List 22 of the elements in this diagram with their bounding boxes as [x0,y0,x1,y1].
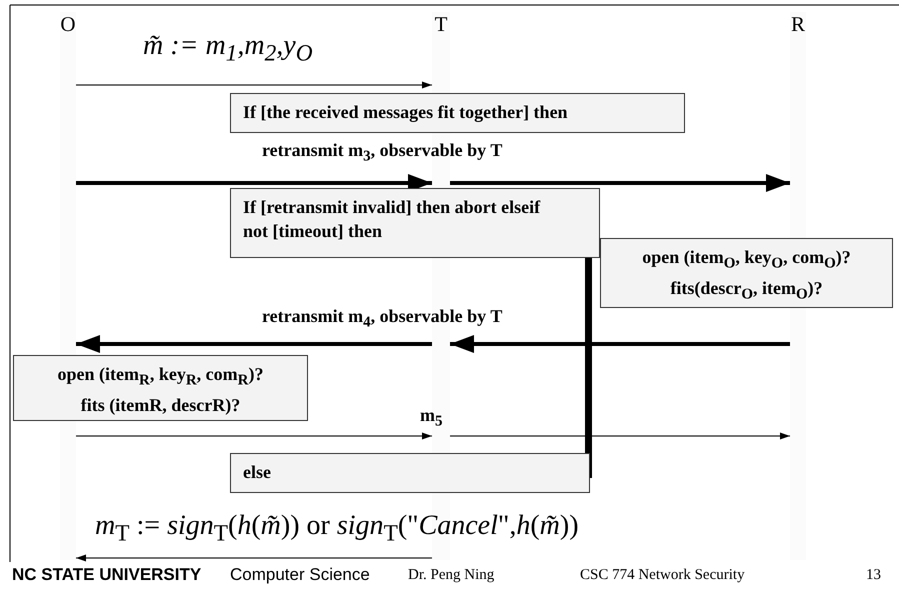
condition-box: open (item$_{O}$, key$_{O}$, com$_{O}$)? fits(descr$_{O}$, item$_{O}$)? [600,238,893,308]
message-arrow [450,174,790,192]
message-label: retransmit m$_{4}$, observable by T [262,306,502,332]
message-arrow [450,432,790,440]
condition-box: open (item$_{R}$, key$_{R}$, com$_{R}$)? fits (itemR, descrR)? [13,355,308,421]
page-number: 13 [866,567,881,584]
message-label: retransmit m$_{3}$, observable by T [262,140,502,166]
author-name: Dr. Peng Ning [408,567,494,584]
condition-box: If [retransmit invalid] then abort elseif not [timeout] then [230,188,600,258]
condition-box: If [the received messages fit together] then [230,93,685,133]
message-arrow [76,432,432,440]
message-arrow [450,335,790,353]
message-arrow [76,554,432,562]
message-arrow [76,82,432,88]
message-label: m$_{5}$ [420,405,442,431]
message-formula: m$_{T}$ := sign$_{T}$(h(m̃)) or sign$_{T}$("Cancel",h(m̃)) [95,510,579,548]
course-title: CSC 774 Network Security [580,567,745,584]
message-arrow [76,335,432,353]
university-name: NC STATE UNIVERSITY [12,565,202,585]
message-formula: m̃ := m$_{1}$,m$_{2}$,y$_{O}$ [143,30,313,68]
condition-box: else [230,453,590,493]
department-name: Computer Science [230,565,370,585]
